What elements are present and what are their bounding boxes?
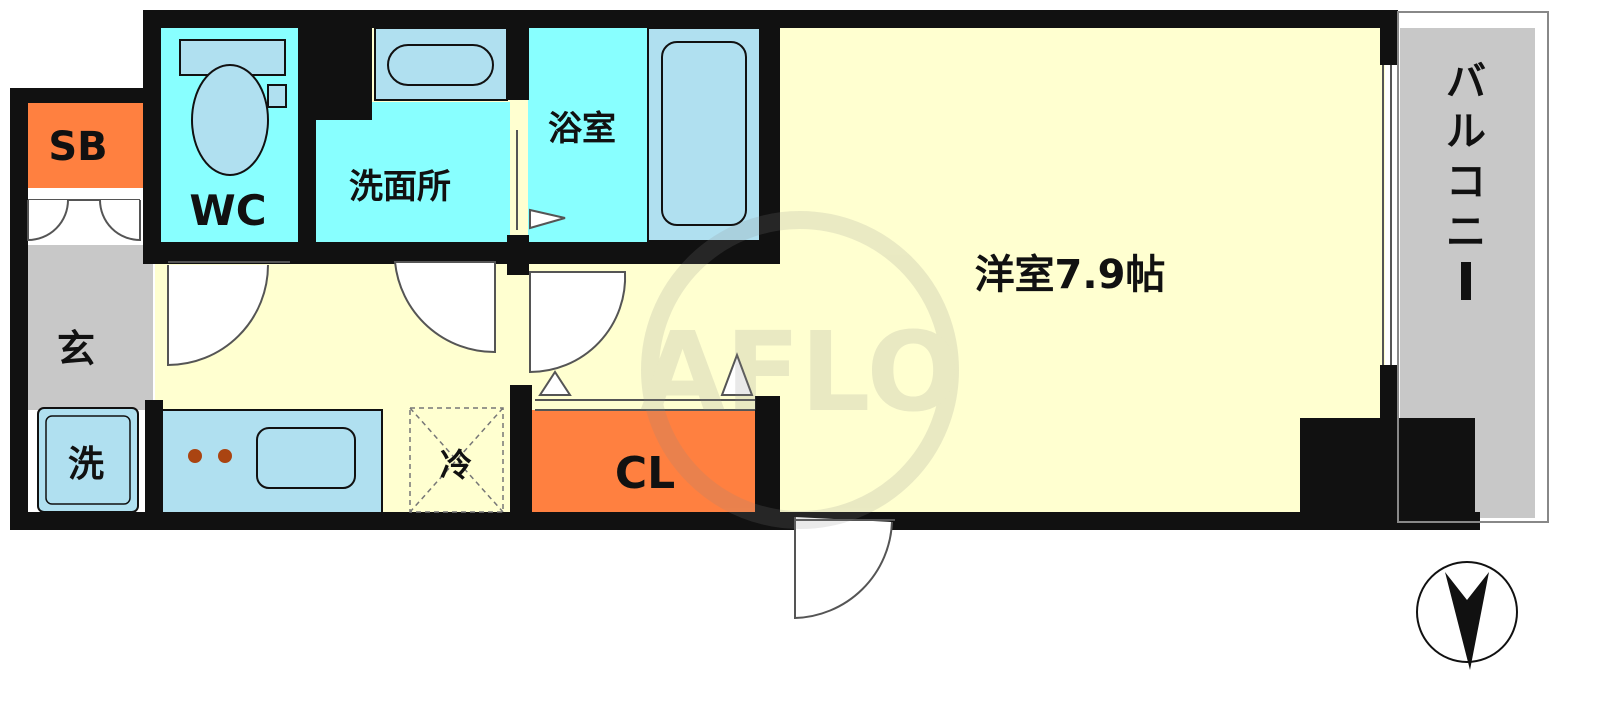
watermark-logo: AFLO <box>640 211 960 529</box>
balcony-char-dash <box>1461 262 1471 300</box>
washroom-area <box>315 102 510 242</box>
washer-pan-inner <box>45 415 131 505</box>
stove-icon <box>188 427 356 489</box>
balcony-char: ル <box>1446 109 1486 155</box>
label-washer: 洗 <box>68 444 104 485</box>
fridge-space <box>409 407 504 513</box>
label-balcony: バ ル コ ニ <box>1446 59 1486 300</box>
label-entrance: 玄 <box>57 327 95 371</box>
compass-icon <box>1416 561 1518 670</box>
door-swing-icon <box>167 261 895 620</box>
bath-door-icon <box>516 130 566 230</box>
toilet-icon <box>179 39 287 176</box>
label-wc: WC <box>189 186 266 235</box>
closet-area <box>530 410 762 513</box>
label-closet: CL <box>615 448 675 499</box>
entrance-area <box>28 245 153 410</box>
balcony-char: バ <box>1446 59 1486 105</box>
balcony-char: ニ <box>1446 209 1486 255</box>
label-bathroom: 浴室 <box>548 109 616 149</box>
label-sb: SB <box>48 124 107 170</box>
balcony-frame <box>1397 11 1549 523</box>
bathtub-icon <box>647 27 761 242</box>
walls <box>10 10 1480 530</box>
label-fridge: 冷 <box>440 446 472 484</box>
label-washroom: 洗面所 <box>349 167 451 207</box>
watermark-text: AFLO <box>640 308 960 436</box>
sink-icon <box>374 27 508 101</box>
shoe-box-area <box>28 103 143 188</box>
label-western-room: 洋室7.9帖 <box>975 252 1166 298</box>
closet-door-icon <box>535 352 755 411</box>
entrance-door-icon <box>27 199 141 242</box>
balcony-char: コ <box>1446 159 1486 205</box>
